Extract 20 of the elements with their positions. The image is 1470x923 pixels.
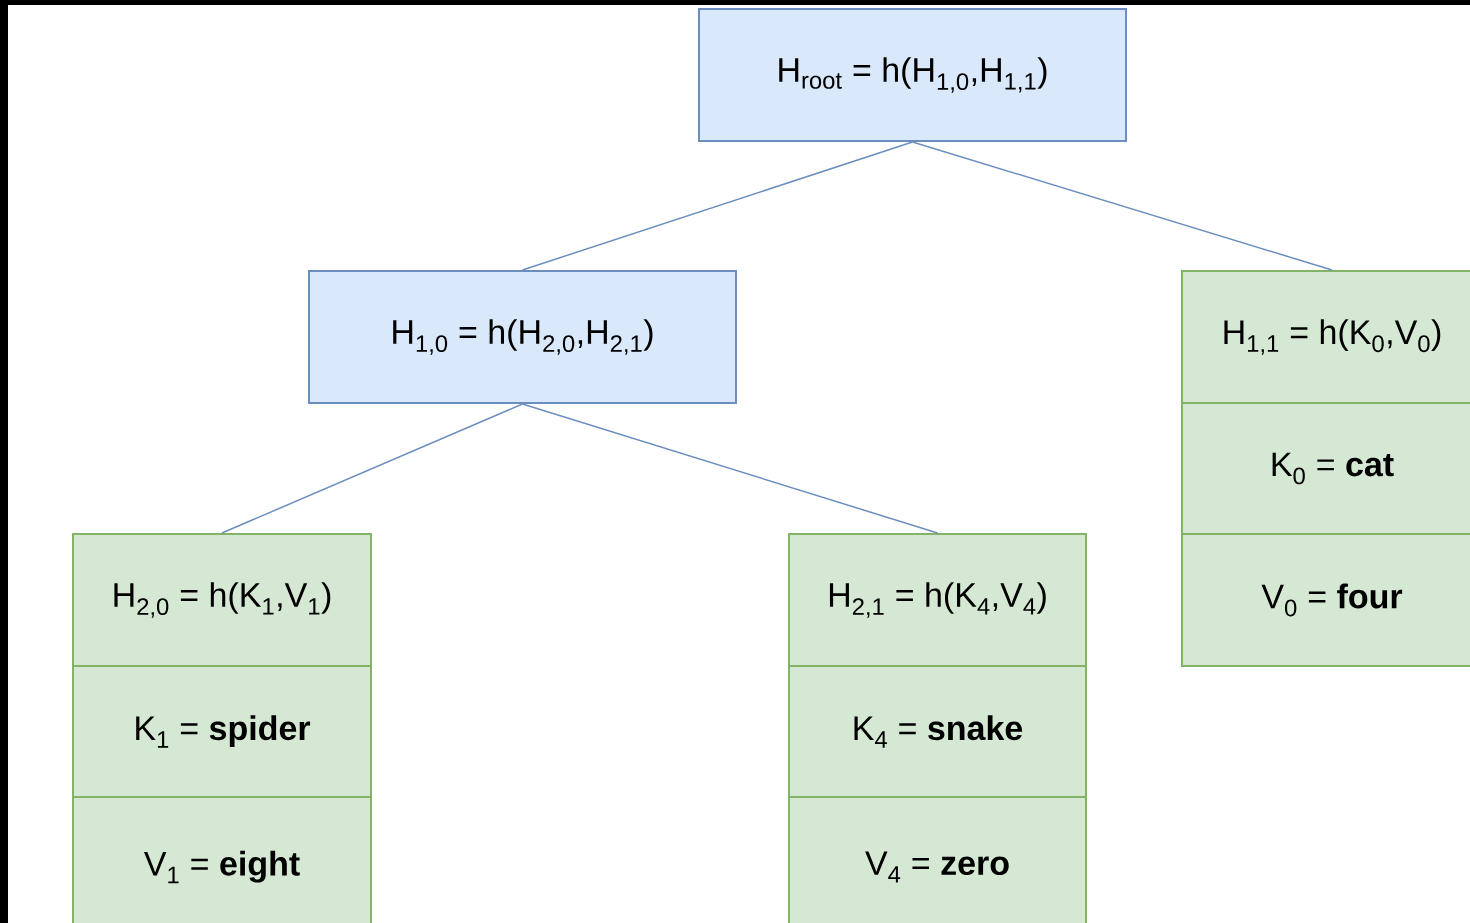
node-label: V$_{0}$ = four xyxy=(1261,583,1403,617)
node-label: H$_{1,1}$ = h(K$_{0}$,V$_{0}$) xyxy=(1224,319,1441,355)
table-cell: H$_{1,1}$ = h(K$_{0}$,V$_{0}$) xyxy=(1181,270,1470,404)
connector-line xyxy=(911,141,1333,271)
hash-box: H$_{root}$ = h(H$_{1,0}$,H$_{1,1}$) xyxy=(698,8,1127,142)
connector-line xyxy=(521,141,914,271)
connector-line xyxy=(521,403,939,534)
hash-box: H$_{1,0}$ = h(H$_{2,0}$,H$_{2,1}$) xyxy=(308,270,737,404)
table-cell: K$_{4}$ = snake xyxy=(788,665,1087,798)
table-cell: V$_{0}$ = four xyxy=(1181,533,1470,667)
connector-line xyxy=(221,403,524,534)
table-cell: H$_{2,0}$ = h(K$_{1}$,V$_{1}$) xyxy=(72,533,372,667)
node-label: V$_{4}$ = zero xyxy=(865,851,1009,883)
table-cell: V$_{1}$ = eight xyxy=(72,796,372,923)
table-cell: K$_{1}$ = spider xyxy=(72,665,372,798)
table-cell: V$_{4}$ = zero xyxy=(788,796,1087,923)
table-cell: K$_{0}$ = cat xyxy=(1181,402,1470,535)
node-label: K$_{0}$ = cat xyxy=(1272,452,1394,485)
table-cell: H$_{2,1}$ = h(K$_{4}$,V$_{4}$) xyxy=(788,533,1087,667)
node-label: V$_{1}$ = eight xyxy=(143,850,300,884)
